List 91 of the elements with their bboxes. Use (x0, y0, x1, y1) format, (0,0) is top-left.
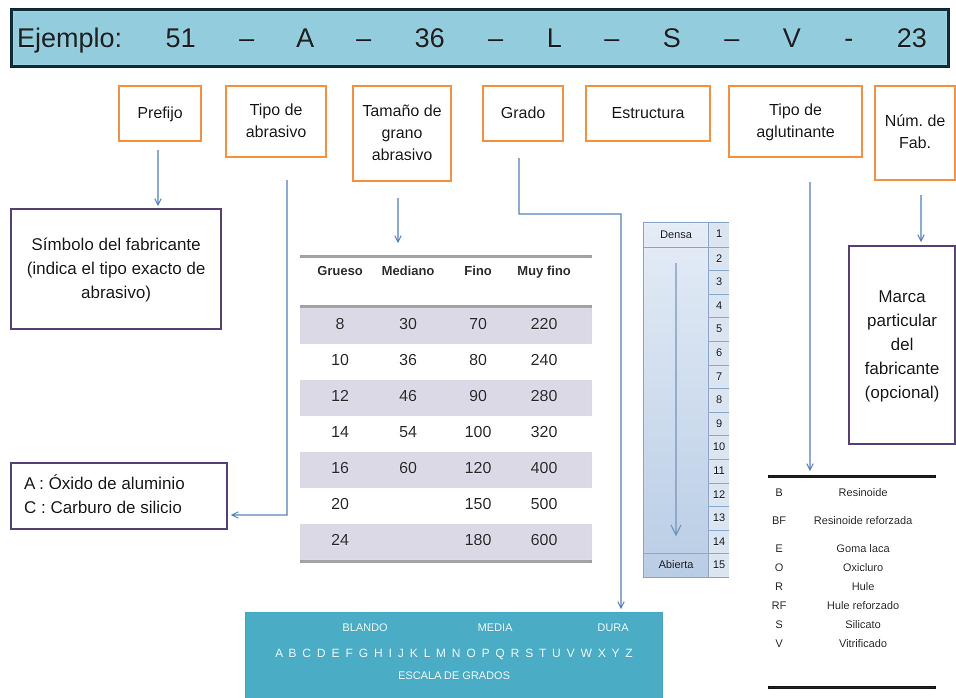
grit-size-value: 20 (330, 496, 350, 514)
grit-size-value: 60 (398, 460, 418, 478)
grit-size-value: 10 (330, 352, 350, 370)
bond-type-table (768, 475, 936, 690)
bond-code: B (774, 487, 784, 499)
field-label-box: Tamaño de grano abrasivo (352, 85, 452, 182)
grit-size-value: 16 (330, 460, 350, 478)
structure-number: 5 (708, 317, 729, 341)
structure-number: 2 (708, 246, 729, 270)
structure-number: 6 (708, 341, 729, 365)
scale-heading: MEDIA (476, 622, 514, 634)
bond-name: Hule (850, 581, 876, 593)
bond-code: O (774, 562, 784, 574)
bond-code: E (774, 543, 784, 555)
bond-code: S (774, 619, 784, 631)
example-code: Ejemplo: 51 – A – 36 – L – S – V - 23 (17, 22, 927, 54)
scale-heading: BLANDO (341, 622, 389, 634)
grade-letters: A B C D E F G H I J K L M N O P Q R S T U V W X Y Z (274, 646, 634, 660)
grit-size-value: 36 (398, 352, 418, 370)
grit-size-value: 240 (530, 352, 558, 370)
elbow-arrow (231, 180, 288, 519)
bond-code: R (774, 581, 784, 593)
arrow (394, 198, 402, 243)
arrow (154, 150, 162, 206)
elbow-arrow (518, 158, 625, 609)
grit-size-value: 46 (398, 388, 418, 406)
bond-code: V (774, 638, 784, 650)
structure-scale-table (643, 222, 729, 578)
scale-heading: DURA (596, 622, 630, 634)
abrasive-code-line: A : Óxido de aluminio (24, 473, 185, 495)
structure-number: 8 (708, 388, 729, 412)
structure-number: 3 (708, 270, 729, 294)
bond-name: Resinoide (838, 487, 888, 499)
density-label: Abierta (658, 558, 694, 574)
grit-size-value: 90 (468, 388, 488, 406)
bond-name: Goma laca (835, 543, 891, 555)
note-box (10, 462, 228, 530)
structure-number: 4 (708, 294, 729, 318)
structure-number: 12 (708, 482, 729, 506)
note-box: Marca particular del fabricante (opcional) (848, 245, 956, 445)
structure-number: 14 (708, 530, 729, 554)
grit-size-value: 8 (334, 316, 346, 334)
density-label: Densa (659, 228, 693, 243)
field-label-box: Grado (482, 85, 564, 142)
grit-size-value: 220 (530, 316, 558, 334)
grit-size-value: 12 (330, 388, 350, 406)
column-header: Muy fino (516, 263, 572, 279)
grit-size-value: 150 (464, 496, 492, 514)
note-box: Símbolo del fabricante (indica el tipo exacto de abrasivo) (10, 208, 222, 330)
grade-scale-bar (245, 612, 663, 698)
grit-size-value: 70 (468, 316, 488, 334)
structure-number: 9 (708, 412, 729, 436)
grit-size-value: 100 (464, 424, 492, 442)
scale-title: ESCALA DE GRADOS (397, 670, 511, 682)
grit-size-value: 600 (530, 532, 558, 550)
grit-size-value: 280 (530, 388, 558, 406)
grit-size-value: 320 (530, 424, 558, 442)
bond-name: Resinoide reforzada (812, 515, 914, 527)
grit-size-value: 54 (398, 424, 418, 442)
grit-size-value: 14 (330, 424, 350, 442)
field-label-box: Núm. de Fab. (874, 85, 956, 181)
structure-number: 13 (708, 506, 729, 530)
abrasive-code-line: C : Carburo de silicio (24, 497, 182, 519)
structure-number: 10 (708, 435, 729, 459)
grit-size-value: 500 (530, 496, 558, 514)
field-label-box: Tipo de aglutinante (728, 85, 863, 158)
grit-size-value: 30 (398, 316, 418, 334)
structure-number: 1 (708, 223, 729, 247)
structure-number: 11 (708, 459, 729, 483)
column-header: Fino (463, 263, 493, 279)
bond-name: Oxicluro (842, 562, 884, 574)
grit-size-value: 400 (530, 460, 558, 478)
bond-code: BF (770, 515, 788, 527)
field-label-box: Estructura (585, 85, 711, 142)
column-header: Mediano (380, 263, 436, 279)
bond-name: Hule reforzado (826, 600, 900, 612)
field-label-box: Prefijo (118, 85, 202, 142)
bond-name: Silicato (844, 619, 882, 631)
structure-number: 7 (708, 364, 729, 388)
bond-code: RF (770, 600, 788, 612)
arrow (917, 195, 925, 242)
arrow (806, 182, 814, 471)
structure-number: 15 (708, 553, 729, 577)
grit-size-value: 80 (468, 352, 488, 370)
grit-size-value: 120 (464, 460, 492, 478)
example-code-banner (10, 8, 950, 68)
grit-size-value: 180 (464, 532, 492, 550)
field-label-box: Tipo de abrasivo (225, 85, 327, 158)
bond-name: Vitrificado (838, 638, 888, 650)
grit-size-value: 24 (330, 532, 350, 550)
column-header: Grueso (316, 263, 364, 279)
